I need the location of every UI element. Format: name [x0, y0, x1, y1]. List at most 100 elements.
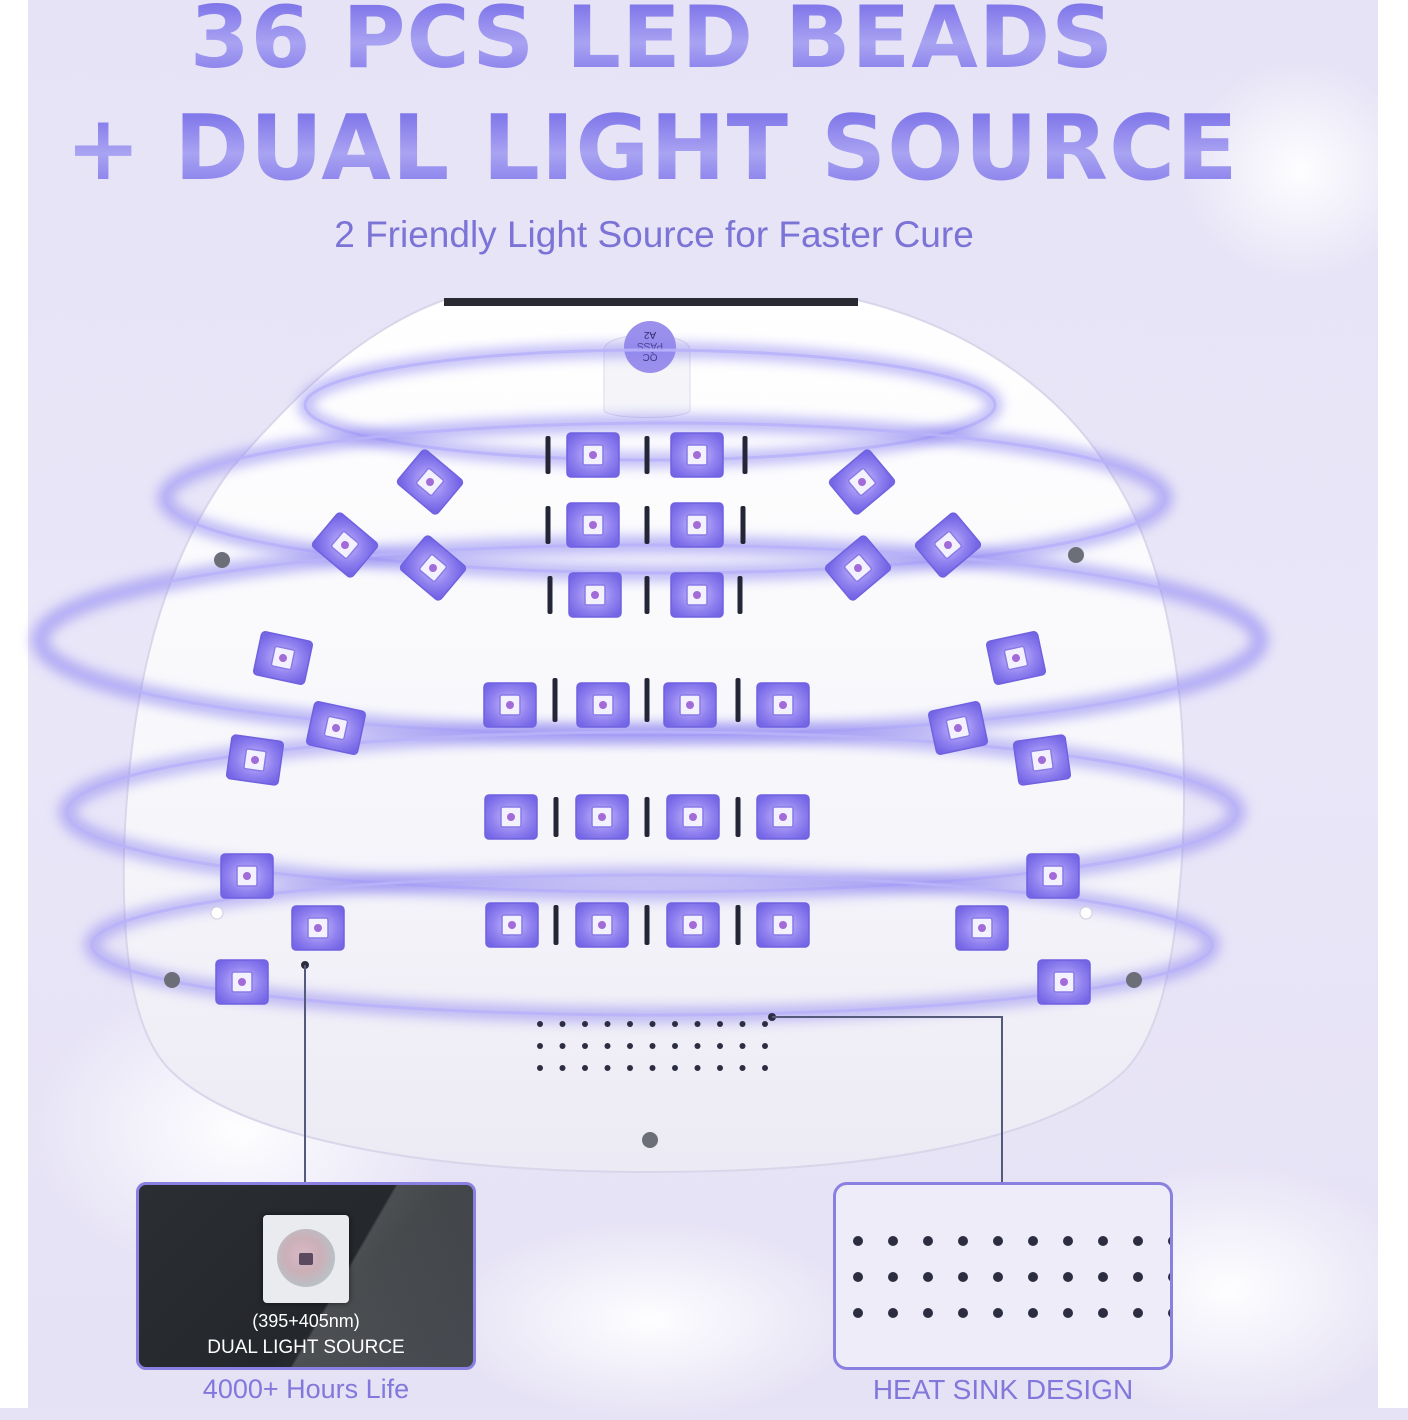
- screw: [1068, 547, 1084, 563]
- led-bead: [1026, 853, 1080, 899]
- led-bead: [568, 572, 622, 618]
- qc-sticker-text: A2: [643, 329, 656, 340]
- vent-slot: [553, 797, 559, 837]
- vent-hole: [739, 1043, 746, 1049]
- vent-slot: [740, 506, 746, 544]
- heat-sink-caption: HEAT SINK DESIGN: [872, 1374, 1134, 1405]
- vent-slot: [644, 436, 650, 474]
- led-bead: [225, 734, 285, 786]
- vent-hole: [559, 1043, 566, 1049]
- heat-sink-hole: [1133, 1236, 1143, 1246]
- vent-hole: [672, 1043, 678, 1049]
- led-chip-closeup: [263, 1215, 349, 1303]
- led-beads: [215, 432, 1091, 1005]
- vent-slot: [545, 436, 551, 474]
- led-die: [299, 1253, 313, 1265]
- dual-light-source-label: DUAL LIGHT SOURCE: [207, 1337, 405, 1358]
- vent-hole: [627, 1021, 633, 1027]
- vent-slot: [644, 576, 650, 614]
- vent-hole: [739, 1021, 746, 1027]
- screw: [1126, 972, 1142, 988]
- heat-sink-hole: [1028, 1272, 1038, 1282]
- heat-sink-hole: [1098, 1308, 1108, 1318]
- heat-sink-hole: [853, 1272, 863, 1282]
- heat-sink-hole: [958, 1272, 968, 1282]
- vent-hole: [672, 1065, 678, 1071]
- hours-life-caption: 4000+ Hours Life: [202, 1374, 410, 1404]
- led-bead: [824, 535, 892, 601]
- vent-slot: [735, 905, 741, 945]
- heat-sink-hole: [888, 1236, 898, 1246]
- vent-hole: [762, 1043, 768, 1049]
- headline-line1: 36 PCS LED BEADS: [0, 0, 1356, 88]
- lamp-top-strip: [444, 298, 858, 306]
- heat-sink-hole: [958, 1236, 968, 1246]
- vent-slot: [547, 576, 553, 614]
- led-bead: [670, 502, 724, 548]
- vent-hole: [762, 1065, 768, 1071]
- screw: [642, 1132, 658, 1148]
- vent-holes: [537, 1021, 768, 1071]
- led-bead: [483, 682, 537, 728]
- heat-sink-hole: [1168, 1273, 1170, 1281]
- vent-hole: [604, 1043, 611, 1049]
- vent-hole: [582, 1043, 588, 1049]
- led-bead: [955, 905, 1009, 951]
- vent-slot: [737, 576, 743, 614]
- vent-slot: [644, 678, 650, 722]
- vent-hole: [537, 1043, 543, 1049]
- vent-slot: [545, 506, 551, 544]
- heat-sink-hole: [853, 1236, 863, 1246]
- vent-slot: [644, 797, 650, 837]
- led-bead: [756, 794, 810, 840]
- heat-sink-hole: [1028, 1236, 1038, 1246]
- glow-ring: [65, 730, 1239, 894]
- vent-slot: [735, 678, 741, 722]
- led-bead: [756, 682, 810, 728]
- led-bead: [914, 512, 982, 578]
- vent-slot: [644, 506, 650, 544]
- cloud: [1180, 60, 1408, 280]
- led-bead: [927, 701, 989, 755]
- heat-sink-callout: [833, 1182, 1173, 1370]
- heat-sink-hole: [853, 1308, 863, 1318]
- vent-hole: [694, 1065, 701, 1071]
- vent-hole: [649, 1065, 656, 1071]
- glow-ring: [163, 421, 1167, 575]
- vent-slot: [552, 678, 558, 722]
- heat-sink-hole: [993, 1308, 1003, 1318]
- led-bead: [666, 794, 720, 840]
- left-margin: [0, 0, 28, 1408]
- vent-hole: [627, 1065, 633, 1071]
- vent-slot: [644, 905, 650, 945]
- heat-sink-hole: [993, 1236, 1003, 1246]
- heat-sink-hole: [888, 1272, 898, 1282]
- vent-hole: [537, 1021, 543, 1027]
- vent-hole: [627, 1043, 633, 1049]
- vent-hole: [672, 1021, 678, 1027]
- led-bead: [399, 535, 467, 601]
- vent-hole: [717, 1043, 723, 1049]
- vent-hole: [582, 1065, 588, 1071]
- vent-hole: [582, 1021, 588, 1027]
- heat-sink-hole: [923, 1236, 933, 1246]
- vent-hole: [717, 1021, 723, 1027]
- led-bead: [252, 631, 314, 685]
- led-bead: [566, 502, 620, 548]
- heat-sink-hole: [1063, 1236, 1073, 1246]
- led-bead: [305, 701, 367, 755]
- screw: [164, 972, 180, 988]
- sensor-dot: [210, 906, 224, 920]
- led-bead: [756, 902, 810, 948]
- heat-sink-hole: [1063, 1272, 1073, 1282]
- led-bead: [291, 905, 345, 951]
- vent-hole: [762, 1021, 768, 1027]
- vent-hole: [739, 1065, 746, 1071]
- led-bead: [576, 682, 630, 728]
- heat-sink-hole: [1168, 1309, 1170, 1317]
- led-bead: [396, 449, 464, 515]
- vent-slot: [742, 436, 748, 474]
- glow-rings: [31, 343, 1269, 1023]
- vent-hole: [717, 1065, 723, 1071]
